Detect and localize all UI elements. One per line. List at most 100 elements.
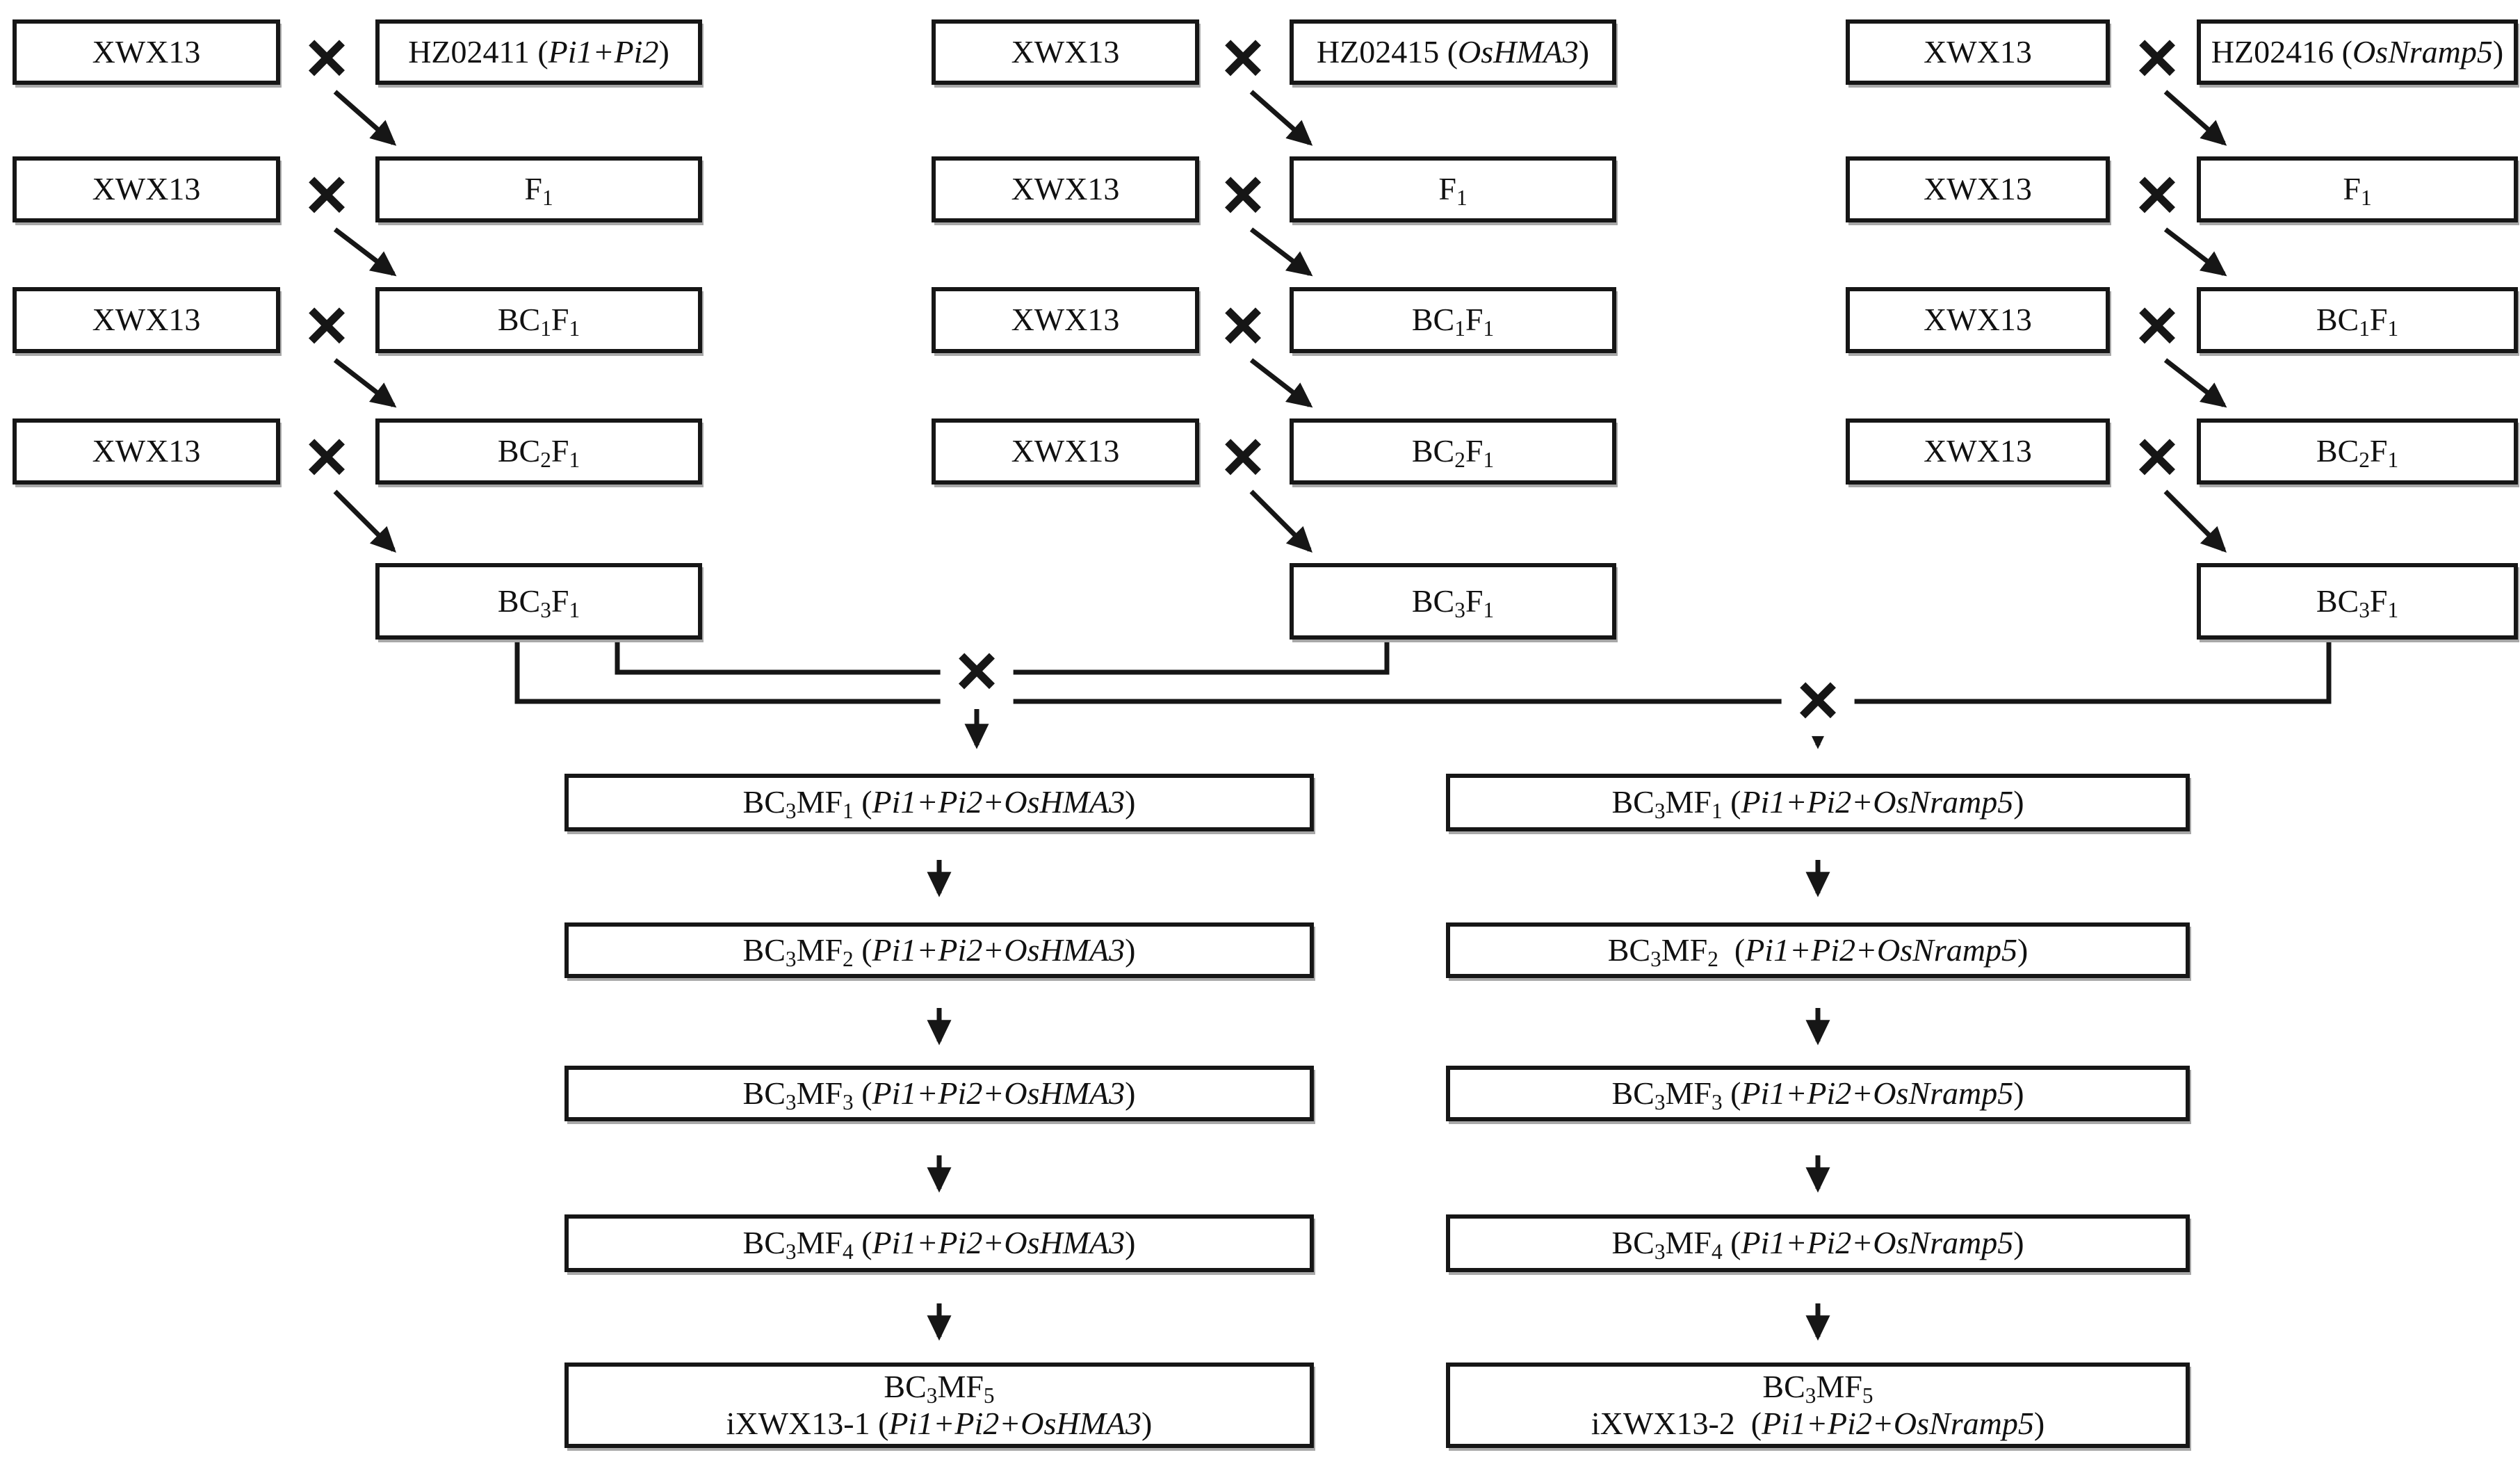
cross-icon: × bbox=[305, 416, 348, 497]
box-label: BC3MF1 (Pi1+Pi2+OsNramp5) bbox=[1611, 784, 2024, 823]
donor-parent-box: HZ02411 (Pi1+Pi2) bbox=[375, 19, 702, 85]
box-label: BC3MF4 (Pi1+Pi2+OsHMA3) bbox=[742, 1225, 1136, 1264]
cross-icon: × bbox=[305, 17, 348, 98]
cross-icon: × bbox=[1221, 154, 1265, 235]
box-label: BC3MF4 (Pi1+Pi2+OsNramp5) bbox=[1611, 1225, 2024, 1264]
box-label: XWX13 bbox=[1011, 33, 1120, 70]
box-label: BC3MF5 bbox=[1762, 1368, 1873, 1408]
generation-box: BC3MF4 (Pi1+Pi2+OsHMA3) bbox=[564, 1214, 1314, 1272]
box-label: XWX13 bbox=[92, 171, 201, 207]
cross-icon: × bbox=[305, 284, 348, 366]
donor-parent-box: HZ02416 (OsNramp5) bbox=[2197, 19, 2518, 85]
box-label: BC3MF2 (Pi1+Pi2+OsNramp5) bbox=[1607, 932, 2029, 971]
arrow-right-r1 bbox=[2163, 90, 2227, 146]
generation-box: F1 bbox=[375, 156, 702, 222]
generation-box: BC3F1 bbox=[2197, 563, 2518, 640]
box-label: F1 bbox=[524, 171, 553, 210]
recurrent-parent-box: XWX13 bbox=[932, 418, 1199, 485]
generation-box: BC3F1 bbox=[375, 563, 702, 640]
box-label: BC3MF5 bbox=[884, 1368, 995, 1408]
arrow-right-r4 bbox=[2163, 489, 2227, 553]
box-label: BC3MF3 (Pi1+Pi2+OsNramp5) bbox=[1611, 1075, 2024, 1114]
recurrent-parent-box: XWX13 bbox=[1846, 418, 2110, 485]
box-label: HZ02411 (Pi1+Pi2) bbox=[408, 33, 669, 70]
box-label: BC2F1 bbox=[497, 433, 580, 472]
generation-box: BC2F1 bbox=[375, 418, 702, 485]
generation-box: BC3MF2 (Pi1+Pi2+OsNramp5) bbox=[1446, 922, 2190, 978]
recurrent-parent-box: XWX13 bbox=[932, 19, 1199, 85]
generation-box: BC2F1 bbox=[2197, 418, 2518, 485]
box-label: BC3MF2 (Pi1+Pi2+OsHMA3) bbox=[742, 932, 1136, 971]
box-label: XWX13 bbox=[1924, 33, 2032, 70]
box-label: XWX13 bbox=[1011, 302, 1120, 338]
recurrent-parent-box: XWX13 bbox=[932, 287, 1199, 353]
box-label: BC1F1 bbox=[497, 302, 580, 341]
box-label: F1 bbox=[2343, 171, 2372, 210]
donor-parent-box: HZ02415 (OsHMA3) bbox=[1290, 19, 1616, 85]
box-label: BC3MF3 (Pi1+Pi2+OsHMA3) bbox=[742, 1075, 1136, 1114]
connector-left-right bbox=[514, 637, 2332, 704]
generation-box: BC3MF3 (Pi1+Pi2+OsHMA3) bbox=[564, 1066, 1314, 1121]
recurrent-parent-box: XWX13 bbox=[13, 287, 280, 353]
arrow-left-r2 bbox=[333, 227, 397, 277]
arrow-right-r3 bbox=[2163, 358, 2227, 408]
box-label: BC2F1 bbox=[2316, 433, 2399, 472]
cross-icon: × bbox=[1781, 663, 1855, 736]
box-label: HZ02415 (OsHMA3) bbox=[1316, 33, 1590, 70]
arrow-right-r2 bbox=[2163, 227, 2227, 277]
arrow-mid-r4 bbox=[1249, 489, 1312, 553]
box-label: XWX13 bbox=[1924, 302, 2032, 338]
cross-icon: × bbox=[2136, 154, 2179, 235]
box-label: F1 bbox=[1438, 171, 1468, 210]
cross-icon: × bbox=[940, 634, 1014, 707]
box-label: XWX13 bbox=[92, 302, 201, 338]
box-label: XWX13 bbox=[1924, 171, 2032, 207]
arrow-mid-r2 bbox=[1249, 227, 1313, 277]
cross-icon: × bbox=[1221, 17, 1265, 98]
box-label: BC3F1 bbox=[2316, 583, 2399, 622]
cross-icon: × bbox=[305, 154, 348, 235]
box-label: BC1F1 bbox=[1411, 302, 1495, 341]
arrow-left-r1 bbox=[333, 90, 397, 146]
generation-box: BC3MF3 (Pi1+Pi2+OsNramp5) bbox=[1446, 1066, 2190, 1121]
generation-box: BC2F1 bbox=[1290, 418, 1616, 485]
box-label: XWX13 bbox=[1924, 433, 2032, 469]
generation-box: BC1F1 bbox=[1290, 287, 1616, 353]
box-label: BC1F1 bbox=[2316, 302, 2399, 341]
generation-box: BC3F1 bbox=[1290, 563, 1616, 640]
arrow-left-r3 bbox=[333, 358, 397, 408]
cross-icon: × bbox=[1221, 416, 1265, 497]
box-label: XWX13 bbox=[92, 433, 201, 469]
recurrent-parent-box: XWX13 bbox=[13, 418, 280, 485]
box-label: iXWX13-1 (Pi1+Pi2+OsHMA3) bbox=[726, 1405, 1153, 1441]
recurrent-parent-box: XWX13 bbox=[1846, 156, 2110, 222]
recurrent-parent-box: XWX13 bbox=[1846, 19, 2110, 85]
arrow-left-r4 bbox=[333, 489, 396, 553]
cross-icon: × bbox=[2136, 17, 2179, 98]
generation-box: BC1F1 bbox=[2197, 287, 2518, 353]
box-label: XWX13 bbox=[1011, 433, 1120, 469]
generation-box: F1 bbox=[1290, 156, 1616, 222]
generation-box: BC3MF1 (Pi1+Pi2+OsHMA3) bbox=[564, 774, 1314, 831]
box-label: BC3F1 bbox=[497, 583, 580, 622]
final-line-box: BC3MF5 iXWX13-2 (Pi1+Pi2+OsNramp5) bbox=[1446, 1363, 2190, 1448]
cross-icon: × bbox=[2136, 416, 2179, 497]
box-label: BC2F1 bbox=[1411, 433, 1495, 472]
generation-box: BC1F1 bbox=[375, 287, 702, 353]
recurrent-parent-box: XWX13 bbox=[13, 156, 280, 222]
recurrent-parent-box: XWX13 bbox=[932, 156, 1199, 222]
arrow-mid-r3 bbox=[1249, 358, 1313, 408]
box-label: XWX13 bbox=[92, 33, 201, 70]
generation-box: F1 bbox=[2197, 156, 2518, 222]
box-label: XWX13 bbox=[1011, 171, 1120, 207]
box-label: iXWX13-2 (Pi1+Pi2+OsNramp5) bbox=[1591, 1405, 2045, 1441]
arrow-mid-r1 bbox=[1249, 90, 1313, 146]
cross-icon: × bbox=[2136, 284, 2179, 366]
recurrent-parent-box: XWX13 bbox=[1846, 287, 2110, 353]
box-label: HZ02416 (OsNramp5) bbox=[2211, 33, 2504, 70]
generation-box: BC3MF1 (Pi1+Pi2+OsNramp5) bbox=[1446, 774, 2190, 831]
generation-box: BC3MF2 (Pi1+Pi2+OsHMA3) bbox=[564, 922, 1314, 978]
generation-box: BC3MF4 (Pi1+Pi2+OsNramp5) bbox=[1446, 1214, 2190, 1272]
box-label: BC3F1 bbox=[1411, 583, 1495, 622]
box-label: BC3MF1 (Pi1+Pi2+OsHMA3) bbox=[742, 784, 1136, 823]
